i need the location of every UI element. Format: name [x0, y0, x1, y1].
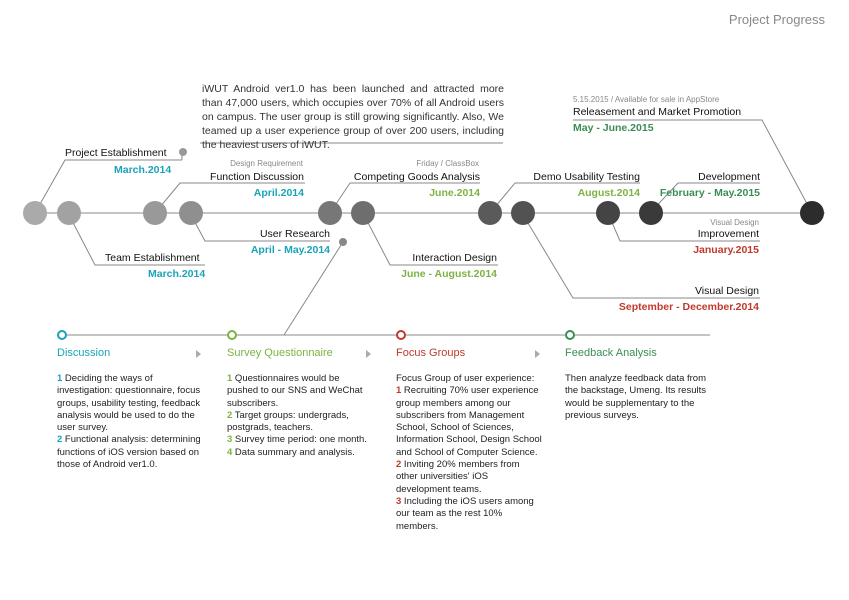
milestone-date: June.2014: [429, 187, 480, 199]
stage-ring-feedback: [565, 330, 575, 340]
milestone-node: [596, 201, 620, 225]
section-body-discussion: 1 Deciding the ways of investigation: qu…: [57, 373, 201, 471]
milestone-label: Function Discussion: [210, 171, 304, 183]
milestone-label: Visual Design: [694, 285, 759, 297]
milestone-label: Interaction Design: [412, 252, 497, 264]
stage-ring-focus: [396, 330, 406, 340]
arrow-icon: [196, 350, 201, 358]
milestone-node: [639, 201, 663, 225]
section-body-feedback: Then analyze feedback data from the back…: [565, 373, 707, 421]
milestone-date: August.2014: [577, 187, 640, 199]
stage-ring-survey: [227, 330, 237, 340]
milestone-node: [57, 201, 81, 225]
branch-development: [649, 182, 760, 214]
branch-project-establishment: [34, 159, 182, 214]
section-body-focus: Focus Group of user experience: 1 Recrui…: [396, 373, 542, 532]
milestone-note: Friday / ClassBox: [416, 159, 479, 168]
milestone-date: September - December.2014: [618, 301, 759, 313]
milestone-node: [478, 201, 502, 225]
milestone-note: Visual Design: [710, 218, 759, 227]
milestone-date: June - August.2014: [401, 268, 497, 280]
arrow-icon: [535, 350, 540, 358]
section-title-feedback: Feedback Analysis: [565, 347, 657, 359]
branch-function-discussion: [154, 182, 305, 214]
stage-ring-discussion: [57, 330, 67, 340]
milestone-date: February - May.2015: [659, 187, 760, 199]
milestone-label: Releasement and Market Promotion: [573, 106, 742, 118]
milestone-date: April - May.2014: [250, 244, 330, 256]
section-title-focus: Focus Groups: [396, 347, 466, 359]
branch-demo-testing: [489, 182, 640, 214]
milestone-date: May - June.2015: [573, 122, 654, 134]
milestone-label: Project Establishment: [65, 147, 167, 159]
milestone-node: [511, 201, 535, 225]
milestone-node: [23, 201, 47, 225]
section-title-survey: Survey Questionnaire: [227, 347, 333, 359]
branch-team-establishment: [67, 212, 205, 266]
page-title: Project Progress: [728, 12, 825, 27]
milestone-node: [143, 201, 167, 225]
milestone-node: [318, 201, 342, 225]
branch-visual-design: [521, 212, 760, 299]
milestone-note: Design Requirement: [230, 159, 303, 168]
announcement-text: iWUT Android ver1.0 has been launched an…: [202, 83, 504, 151]
milestone-node: [351, 201, 375, 225]
milestone-date: January.2015: [693, 244, 759, 256]
milestone-label: Improvement: [697, 228, 759, 240]
section-title-discussion: Discussion: [57, 347, 111, 359]
connector-dot-survey: [339, 238, 347, 246]
milestone-node: [800, 201, 824, 225]
milestone-label: Competing Goods Analysis: [353, 171, 480, 183]
milestone-label: Development: [698, 171, 760, 183]
branch-release: [573, 119, 813, 214]
milestone-date: March.2014: [114, 164, 172, 176]
arrow-icon: [366, 350, 371, 358]
connector-survey: [283, 241, 344, 336]
milestone-date: March.2014: [148, 268, 206, 280]
branch-competing-goods: [329, 182, 480, 214]
milestone-label: User Research: [259, 228, 330, 240]
branch-interaction-design: [362, 212, 498, 266]
milestone-label: Demo Usability Testing: [533, 171, 640, 183]
milestone-note: 5.15.2015 / Available for sale in AppSto…: [573, 95, 720, 104]
milestone-label: Team Establishment: [105, 252, 200, 264]
section-body-survey: 1 Questionnaires would be pushed to our …: [227, 373, 367, 458]
connector-dot-announcement: [179, 148, 187, 156]
milestone-date: April.2014: [253, 187, 304, 199]
milestone-node: [179, 201, 203, 225]
